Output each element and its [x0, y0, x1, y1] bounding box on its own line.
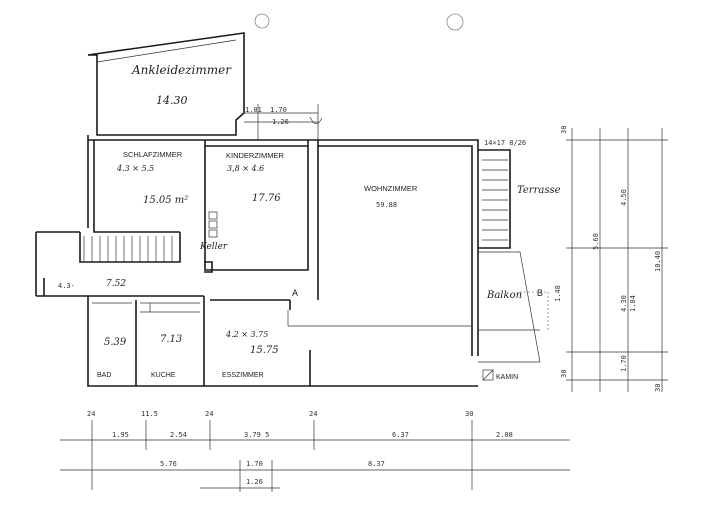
bottom-tick-3: 24: [205, 410, 213, 418]
bad-area: 5.39: [104, 337, 127, 348]
bottom-row3-1: 1.26: [246, 478, 263, 486]
right-dim-6: 1.84: [629, 295, 637, 312]
schlafzimmer-size: 4.3 × 5.5: [116, 164, 154, 173]
kinderzimmer-label: KINDERZIMMER: [226, 151, 285, 160]
terrasse-label: Terrasse: [517, 185, 561, 196]
dim-line-bottom: [60, 420, 570, 492]
top-dim-1: 1.01: [245, 106, 262, 114]
right-dim-1: 30: [560, 126, 568, 134]
chimney-1: [208, 211, 218, 220]
terrace-stair-treads: [482, 159, 508, 241]
right-dim-8: 1.70: [620, 355, 628, 372]
hall-side-dim: 4.3-: [58, 282, 75, 290]
right-dim-2: 4.50: [620, 189, 628, 206]
bottom-row2-2: 1.70: [246, 460, 263, 468]
kuche-label: KUCHE: [151, 372, 176, 379]
wall-wohn-lower: [287, 310, 472, 327]
wall-terrace-stair: [478, 149, 511, 249]
right-dim-10: 30: [654, 384, 662, 392]
bottom-tick-1: 24: [87, 410, 95, 418]
schlafzimmer-label: SCHLAFZIMMER: [123, 150, 183, 159]
right-dim-3: 5.60: [592, 233, 600, 250]
bottom-tick-2: 11.5: [141, 410, 158, 418]
wall-upper-block: [87, 135, 479, 356]
kamin-label: KAMIN: [496, 374, 518, 381]
wall-schlafzimmer: [93, 140, 180, 233]
kamin-diagonal: [482, 369, 494, 381]
marker-b: B: [537, 288, 543, 298]
balkon-label: Balkon: [486, 290, 522, 301]
wohnzimmer-area: 59.88: [376, 201, 397, 209]
esszimmer-size: 4.2 × 3.75: [225, 330, 268, 339]
bottom-row1-2: 2.54: [170, 431, 187, 439]
stair-treads: [83, 236, 173, 262]
wall-kinderzimmer: [204, 140, 309, 271]
schlafzimmer-area: 15.05 m²: [143, 195, 188, 206]
chimney-3: [208, 229, 218, 238]
bottom-row2-1: 5.76: [160, 460, 177, 468]
bottom-row1-4: 6.37: [392, 431, 409, 439]
esszimmer-area: 15.75: [250, 345, 279, 356]
bottom-row1-5: 2.08: [496, 431, 513, 439]
section-line: [295, 291, 549, 330]
right-dim-5: 4.30: [620, 295, 628, 312]
kinderzimmer-area: 17.76: [252, 193, 281, 204]
balcony-outline: [478, 251, 541, 363]
wall-wohnzimmer: [317, 140, 473, 356]
keller-label: Keller: [199, 242, 228, 252]
ankleidezimmer-area: 14.30: [156, 94, 188, 107]
wohnzimmer-label: WOHNZIMMER: [364, 184, 418, 193]
top-dim-3: 1.26: [272, 118, 289, 126]
wall-kitchen-inner: [92, 302, 200, 313]
bottom-row1-3: 3.79 5: [244, 431, 269, 439]
right-dim-9: 30: [560, 370, 568, 378]
marker-a: A: [292, 288, 298, 298]
hall-area: 7.52: [106, 279, 126, 289]
kamin-symbol: [482, 369, 494, 381]
dim-ticks-right: [566, 139, 668, 381]
right-dim-4: 10.40: [654, 251, 662, 272]
wall-stairwell: [35, 231, 204, 297]
kinderzimmer-size: 3,8 × 4.6: [227, 164, 264, 173]
ankleidezimmer-label: Ankleidezimmer: [131, 63, 232, 77]
bottom-row2-3: 8.37: [368, 460, 385, 468]
door-swing-landing: [309, 116, 323, 125]
top-dim-2: 1.70: [270, 106, 287, 114]
punch-hole-left: [254, 13, 270, 29]
wall-ankleidezimmer-inner: [96, 39, 237, 63]
wall-lower-rooms: [43, 261, 310, 387]
bottom-tick-4: 24: [309, 410, 317, 418]
wall-landing: [244, 104, 319, 140]
wall-ankleidezimmer: [87, 32, 245, 136]
kuche-area: 7.13: [160, 334, 182, 345]
dim-line-right-1: [571, 128, 663, 392]
bottom-tick-5: 30: [465, 410, 473, 418]
esszimmer-label: ESSZIMMER: [222, 372, 264, 379]
bottom-row1-1: 1.95: [112, 431, 129, 439]
bad-label: BAD: [97, 372, 111, 379]
punch-hole-right: [446, 13, 464, 31]
right-dim-7: 1.48: [554, 285, 562, 302]
wall-esszimmer: [210, 299, 478, 387]
stair-label: 14×17 8/26: [484, 139, 526, 147]
chimney-2: [208, 220, 218, 229]
